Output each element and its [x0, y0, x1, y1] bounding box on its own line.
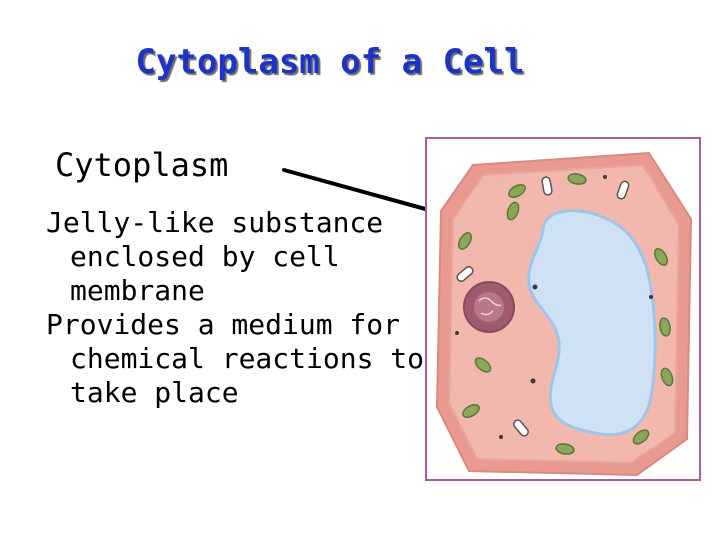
- plant-cell-diagram: [425, 137, 701, 481]
- slide-title: Cytoplasm of a Cell: [135, 42, 525, 82]
- bullet-item: Provides a medium for chemical reactions…: [46, 308, 425, 409]
- bullet-item: Jelly-like substance enclosed by cell me…: [46, 206, 384, 307]
- term-label: Cytoplasm: [55, 146, 229, 184]
- bullet-list: Jelly-like substance enclosed by cell me…: [46, 206, 426, 410]
